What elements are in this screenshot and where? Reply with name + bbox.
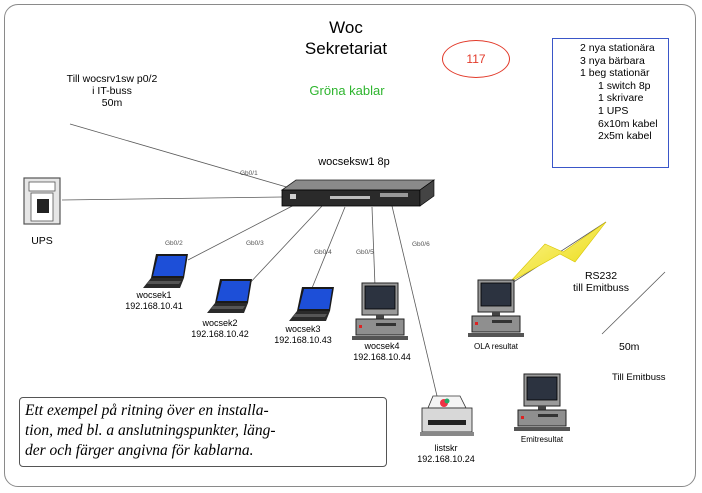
wocsek3-label: wocsek3 192.168.10.43 xyxy=(274,324,332,346)
cable-wocsek3 xyxy=(309,206,346,294)
cable-emitbuss xyxy=(601,271,666,335)
uplink-line2: i IT-buss xyxy=(92,85,132,97)
inventory-item: 2 nya stationära xyxy=(580,42,655,54)
ups-label: UPS xyxy=(31,235,53,247)
switch-label: wocseksw1 8p xyxy=(318,156,390,168)
cable-uplink xyxy=(69,123,291,189)
lightning-icon xyxy=(509,221,607,283)
inventory-item: 1 UPS xyxy=(598,104,629,117)
laptop-icon-wocsek2 xyxy=(207,279,252,313)
device-name: wocsek2 xyxy=(202,318,238,328)
inventory-item: 2x5m kabel xyxy=(598,130,652,143)
caption-line: tion, med bl. a anslutningspunkter, läng… xyxy=(25,422,276,439)
uplink-label: Till wocsrv1sw p0/2 i IT-buss 50m xyxy=(67,73,158,109)
uplink-line1: Till wocsrv1sw p0/2 xyxy=(66,73,158,85)
inventory-item: 1 beg stationär xyxy=(580,67,650,80)
emitbuss-label: Till Emitbuss xyxy=(612,372,666,383)
emit-label: Emitresultat xyxy=(520,435,564,444)
wocsek2-label: wocsek2 192.168.10.42 xyxy=(191,318,249,340)
device-name: wocsek1 xyxy=(136,290,172,300)
wocsek1-label: wocsek1 192.168.10.41 xyxy=(125,290,183,312)
ola-label: OLA resultat xyxy=(473,342,519,351)
desktop-icon-ola xyxy=(467,279,525,338)
cable-wocsek4 xyxy=(371,206,376,287)
cable-ups xyxy=(61,196,283,201)
page-title: Woc Sekretariat xyxy=(305,17,387,59)
device-ip: 192.168.10.43 xyxy=(274,335,332,345)
device-name: wocsek3 xyxy=(285,324,321,334)
port-label: Gb0/2 xyxy=(165,240,183,247)
inventory-box: 2 nya stationära 3 nya bärbara 1 beg sta… xyxy=(552,38,669,168)
laptop-icon-wocsek3 xyxy=(289,287,334,321)
uplink-line3: 50m xyxy=(101,97,123,109)
desktop-icon-emit xyxy=(513,373,571,432)
device-ip: 192.168.10.44 xyxy=(353,352,411,362)
rs232-line2: till Emitbuss xyxy=(572,282,630,294)
inventory-item: 1 skrivare xyxy=(598,92,644,105)
device-ip: 192.168.10.42 xyxy=(191,329,249,339)
title-line2: Sekretariat xyxy=(304,39,388,58)
inventory-item: 3 nya bärbara xyxy=(580,54,645,67)
switch-icon xyxy=(280,179,436,207)
printer-label: listskr 192.168.10.24 xyxy=(417,443,475,465)
desktop-icon-wocsek4 xyxy=(351,282,409,341)
inventory-item: 6x10m kabel xyxy=(598,117,658,130)
port-label: Gb0/3 xyxy=(246,240,264,247)
device-name: listskr xyxy=(434,443,458,453)
device-name: wocsek4 xyxy=(364,341,400,351)
inventory-item: 1 switch 8p xyxy=(598,79,651,92)
port-label: Gb0/6 xyxy=(412,241,430,248)
device-ip: 192.168.10.24 xyxy=(417,454,475,464)
cables xyxy=(61,123,666,397)
wocsek4-label: wocsek4 192.168.10.44 xyxy=(353,341,411,363)
port-label: Gb0/1 xyxy=(240,170,258,177)
emitbuss-length: 50m xyxy=(619,341,640,353)
cable-color-note: Gröna kablar xyxy=(309,83,385,98)
caption-box: Ett exempel på ritning över en installa-… xyxy=(19,397,387,467)
rs232-label: RS232 till Emitbuss xyxy=(573,270,629,294)
laptop-icon-wocsek1 xyxy=(143,254,188,288)
device-ip: 192.168.10.41 xyxy=(125,301,183,311)
room-number-badge: 117 xyxy=(442,40,510,78)
caption-line: der och färger angivna för kablarna. xyxy=(25,442,254,459)
port-label: Gb0/4 xyxy=(314,249,332,256)
port-label: Gb0/5 xyxy=(356,249,374,256)
caption-line: Ett exempel på ritning över en installa- xyxy=(25,402,269,419)
rs232-line1: RS232 xyxy=(584,270,618,282)
title-line1: Woc xyxy=(329,18,363,37)
ups-icon xyxy=(23,177,61,225)
printer-icon xyxy=(420,395,474,436)
cable-wocsek2 xyxy=(247,205,323,286)
cable-wocsek1 xyxy=(187,201,301,261)
cable-printer xyxy=(391,205,438,397)
